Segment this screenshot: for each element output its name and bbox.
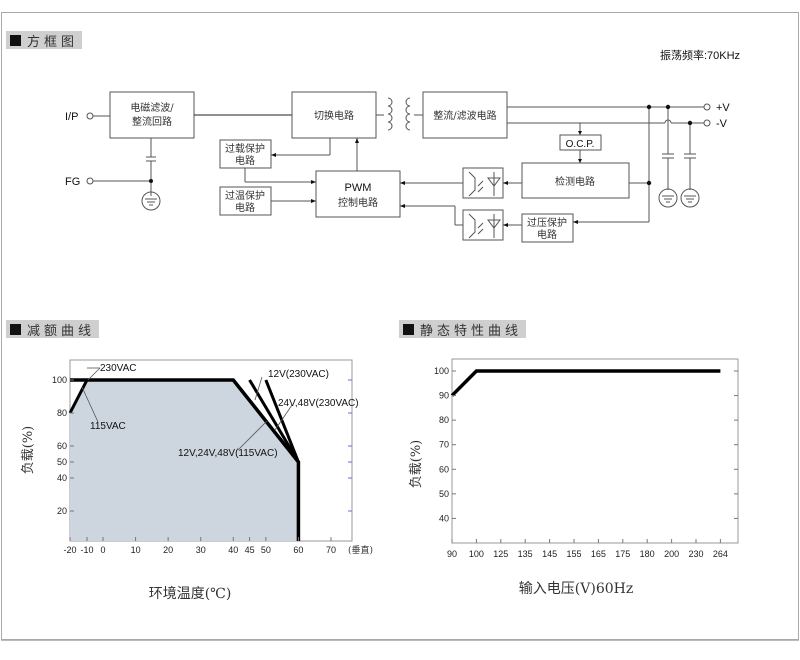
y-tick-label: 80 <box>439 415 449 425</box>
x-tick-label: 30 <box>196 545 206 555</box>
square-bullet-icon <box>403 323 414 335</box>
pwm-label-2: 控制电路 <box>338 196 378 209</box>
annotation-24v48v-230vac: 24V,48V(230VAC) <box>278 398 359 409</box>
overload-label-2: 电路 <box>235 154 255 167</box>
static-y-label: 负载(%) <box>409 440 424 489</box>
pos-terminal <box>703 103 711 111</box>
y-tick-label: 70 <box>439 440 449 450</box>
x-tick-label: 20 <box>163 545 173 555</box>
static-series-load <box>450 369 721 397</box>
y-tick-label: 60 <box>57 441 67 451</box>
derating-x-label: 环境温度(℃) <box>149 586 232 602</box>
ovp-block <box>521 213 574 243</box>
block-diagram: I/P FG +V -V 振荡频率:70KHz O.C.P. PWM 电磁滤波/… <box>65 48 740 243</box>
detect-label: 检测电路 <box>555 175 595 188</box>
x-tick-label: 100 <box>469 549 484 559</box>
ground-icon <box>141 191 161 211</box>
ocp-label: O.C.P. <box>566 139 595 150</box>
ip-terminal <box>86 112 94 120</box>
x-tick-label: 45 <box>245 545 255 555</box>
derating-chart: -20 -10 0 10 20 30 40 45 50 60 70 20 40 50 60 80 100 23… <box>21 359 373 602</box>
static-title: 静态特性曲线 <box>399 320 527 339</box>
annotation-230vac: 230VAC <box>100 363 137 374</box>
page-frame <box>1 12 799 640</box>
x-tick-label: 145 <box>542 549 557 559</box>
y-tick-label: 40 <box>439 513 449 523</box>
ground-icon <box>680 188 700 208</box>
transformer-icon <box>387 97 393 131</box>
derating-y-label: 负载(%) <box>21 426 36 475</box>
overtemp-label-2: 电路 <box>235 201 255 214</box>
neg-label: -V <box>716 118 728 130</box>
x-tick-label: 200 <box>664 549 679 559</box>
x-tick-label: 60 <box>293 545 303 555</box>
x-tick-label: 40 <box>228 545 238 555</box>
ip-label: I/P <box>65 111 78 123</box>
ovp-label-1: 过压保护 <box>527 216 567 229</box>
derating-title: 减额曲线 <box>6 320 100 339</box>
emi-block <box>109 91 195 139</box>
block-diagram-title-text: 方框图 <box>27 34 79 50</box>
static-x-label: 输入电压(V)60Hz <box>519 581 633 597</box>
y-tick-label: 100 <box>434 366 449 376</box>
square-bullet-icon <box>10 323 21 335</box>
y-tick-label: 40 <box>57 473 67 483</box>
x-tick-label: 70 <box>326 545 336 555</box>
pwm-label-1: PWM <box>345 182 372 194</box>
x-tick-label: 135 <box>518 549 533 559</box>
y-tick-label: 50 <box>57 457 67 467</box>
x-tick-label: 90 <box>447 549 457 559</box>
derating-series-12v-230vac- <box>264 379 300 463</box>
static-chart: 90 100 125 135 145 155 165 175 180 200 230 264 40 50… <box>409 358 739 597</box>
static-plot-frame <box>451 358 739 544</box>
y-tick-label: 60 <box>439 464 449 474</box>
x-tick-label: 264 <box>713 549 728 559</box>
emi-label-2: 整流回路 <box>132 115 172 128</box>
x-tick-label: -10 <box>80 545 93 555</box>
emi-label-1: 电磁滤波/ <box>130 101 174 114</box>
switching-label: 切换电路 <box>314 109 354 122</box>
ground-icon <box>658 188 678 208</box>
y-tick-label: 50 <box>439 489 449 499</box>
derating-title-text: 减额曲线 <box>27 323 96 339</box>
x-tick-label: 230 <box>688 549 703 559</box>
derating-safe-area <box>70 380 299 541</box>
annotation-115vac-all: 12V,24V,48V(115VAC) <box>178 448 278 459</box>
x-tick-label: 50 <box>261 545 271 555</box>
oscillation-label: 振荡频率:70KHz <box>660 48 740 62</box>
pwm-block <box>315 170 401 218</box>
square-bullet-icon <box>10 34 21 46</box>
derating-series-24v-48v-230vac- <box>248 379 300 463</box>
y-tick-label: 90 <box>439 391 449 401</box>
x-tick-label: -20 <box>63 545 76 555</box>
neg-terminal <box>703 119 711 127</box>
rectifier-label: 整流/滤波电路 <box>433 109 496 122</box>
derating-series-115vac <box>68 379 89 414</box>
annotation-12v-230vac: 12V(230VAC) <box>268 369 329 380</box>
overload-label-1: 过载保护 <box>225 142 265 155</box>
derating-series-12v-24v-48v-115vac- <box>232 379 300 463</box>
static-title-text: 静态特性曲线 <box>420 323 523 339</box>
x-tick-label: 10 <box>131 545 141 555</box>
block-diagram-title: 方框图 <box>6 31 83 50</box>
overtemp-label-1: 过温保护 <box>225 189 265 202</box>
annotation-115vac: 115VAC <box>90 421 126 432</box>
x-tick-label: 0 <box>100 545 105 555</box>
x-tick-label: 155 <box>566 549 581 559</box>
y-tick-label: 80 <box>57 408 67 418</box>
x-tick-label: 175 <box>615 549 630 559</box>
x-axis-suffix: (垂直) <box>348 544 373 556</box>
detect-block <box>521 162 630 199</box>
x-tick-label: 180 <box>640 549 655 559</box>
x-tick-label: 125 <box>493 549 508 559</box>
rectifier-block <box>422 91 508 139</box>
ovp-label-2: 电路 <box>537 228 557 241</box>
x-tick-label: 165 <box>591 549 606 559</box>
y-tick-label: 20 <box>57 506 67 516</box>
pos-label: +V <box>716 102 730 114</box>
fg-terminal <box>86 177 94 185</box>
fg-label: FG <box>65 176 80 188</box>
y-tick-label: 100 <box>52 375 67 385</box>
